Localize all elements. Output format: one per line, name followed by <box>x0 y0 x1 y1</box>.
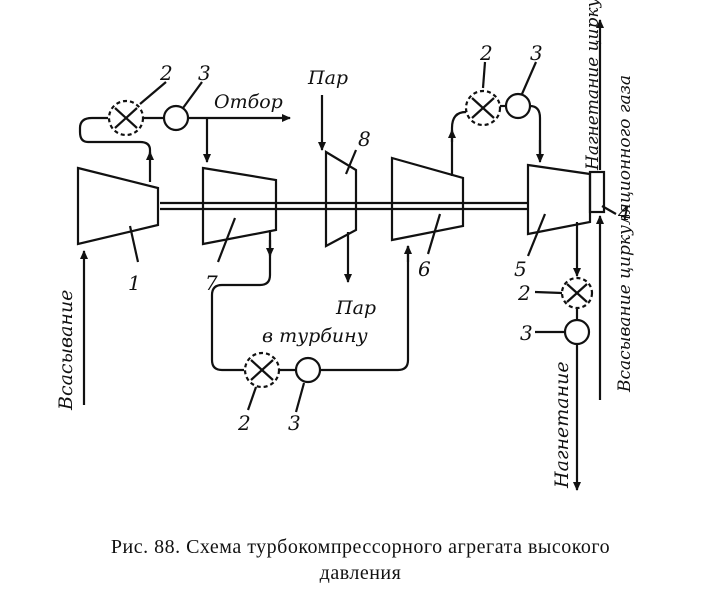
cooler-top-right <box>464 89 502 127</box>
figure-caption-line-1: Рис. 88. Схема турбокомпрессорного агрег… <box>110 536 611 558</box>
leader-3a <box>182 81 203 109</box>
separator-top-right <box>504 92 532 120</box>
label-extraction: Отбор <box>214 91 283 113</box>
number-5: 5 <box>514 257 527 281</box>
number-6: 6 <box>418 257 431 281</box>
cooler-top-left-inner2 <box>114 107 138 129</box>
number-4: 4 <box>617 201 631 225</box>
figure-caption-line-2: давления <box>319 562 402 584</box>
label-steam-out-1: Пар <box>335 297 376 319</box>
pipe-1-to-cooler <box>78 116 152 182</box>
number-2-top-left: 2 <box>159 61 173 85</box>
leader-1 <box>128 225 140 263</box>
pipe-to-5 <box>529 104 542 160</box>
leader-3c <box>294 382 306 413</box>
turbocompressor-scheme: Всасывание Отбор Пар Пар в турбину Нагне… <box>55 0 635 491</box>
leader-2b <box>481 61 487 89</box>
pipe-7-down <box>210 230 272 372</box>
separator-right-bottom <box>563 318 591 346</box>
number-3-top-right: 3 <box>530 41 543 65</box>
label-intake-left: Всасывание <box>55 290 77 411</box>
label-circ-discharge: Нагнетание циркуляционного газа <box>583 0 603 171</box>
compressor-1 <box>76 166 160 246</box>
number-1: 1 <box>128 271 141 295</box>
label-discharge: Нагнетание <box>551 361 573 489</box>
cooler-right-bottom-inner2 <box>566 283 588 303</box>
leader-5 <box>526 213 547 257</box>
compressor-6 <box>390 156 465 242</box>
cooler-top-right-inner2 <box>471 97 495 119</box>
number-2-bottom: 2 <box>237 411 251 435</box>
number-3-top-left: 3 <box>198 61 211 85</box>
label-circ-intake: Всасывание циркуляционного газа <box>615 75 635 393</box>
label-steam-in: Пар <box>307 67 348 89</box>
leader-2c <box>246 386 258 411</box>
leader-4 <box>601 205 617 215</box>
pipe-6-up <box>450 110 467 176</box>
leader-8 <box>344 149 358 175</box>
number-7: 7 <box>205 271 218 295</box>
leader-6 <box>426 213 442 255</box>
number-3-bottom: 3 <box>288 411 301 435</box>
pipe-bottom-to-6 <box>320 246 410 372</box>
label-steam-out-2: в турбину <box>262 325 368 347</box>
leader-7 <box>216 217 237 263</box>
number-8: 8 <box>358 127 371 151</box>
cooler-bottom-inner2 <box>250 359 274 381</box>
steam-turbine-8 <box>324 150 358 248</box>
compressor-7 <box>201 166 278 246</box>
separator-top-left <box>162 104 190 132</box>
number-2-top-right: 2 <box>479 41 493 65</box>
leader-3b <box>520 61 538 95</box>
leader-2a <box>139 81 167 105</box>
leader-2d <box>534 290 563 295</box>
block-4 <box>588 170 606 214</box>
number-3-right: 3 <box>520 321 533 345</box>
separator-bottom <box>294 356 322 384</box>
number-2-right: 2 <box>517 281 531 305</box>
compressor-5 <box>526 163 592 236</box>
